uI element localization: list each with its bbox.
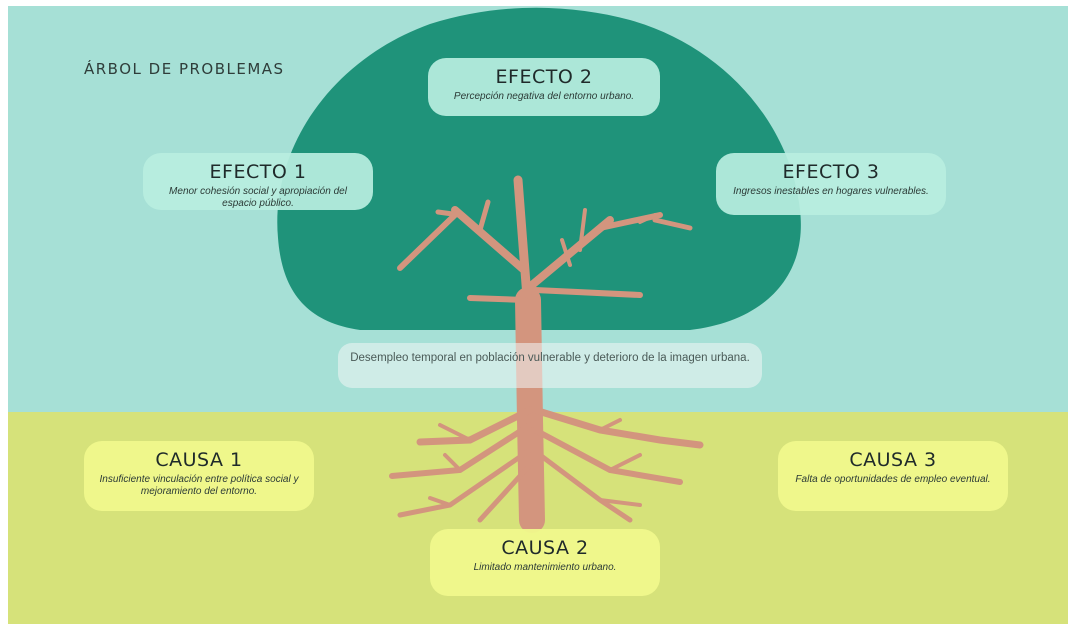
cause-2-box: CAUSA 2 Limitado mantenimiento urbano.	[430, 529, 660, 596]
effect-2-box: EFECTO 2 Percepción negativa del entorno…	[428, 58, 660, 116]
cause-1-text: Insuficiente vinculación entre política …	[99, 474, 299, 497]
tree-canopy	[277, 7, 801, 330]
cause-3-text: Falta de oportunidades de empleo eventua…	[795, 474, 991, 485]
tree-roots	[389, 406, 704, 523]
effect-1-box: EFECTO 1 Menor cohesión social y apropia…	[143, 153, 373, 210]
effect-3-title: EFECTO 3	[782, 161, 880, 183]
cause-1-title: CAUSA 1	[155, 449, 243, 471]
effect-1-text: Menor cohesión social y apropiación del …	[169, 186, 347, 209]
cause-2-title: CAUSA 2	[501, 537, 589, 559]
cause-3-title: CAUSA 3	[849, 449, 937, 471]
core-problem-box: Desempleo temporal en población vulnerab…	[338, 343, 762, 388]
cause-2-text: Limitado mantenimiento urbano.	[473, 562, 617, 573]
effect-1-title: EFECTO 1	[209, 161, 307, 183]
effect-2-title: EFECTO 2	[495, 66, 593, 88]
effect-2-text: Percepción negativa del entorno urbano.	[453, 91, 635, 102]
cause-1-box: CAUSA 1 Insuficiente vinculación entre p…	[84, 441, 314, 511]
cause-3-box: CAUSA 3 Falta de oportunidades de empleo…	[778, 441, 1008, 511]
effect-3-text: Ingresos inestables en hogares vulnerabl…	[733, 186, 929, 197]
diagram-title: ÁRBOL DE PROBLEMAS	[84, 60, 285, 78]
effect-3-box: EFECTO 3 Ingresos inestables en hogares …	[716, 153, 946, 215]
tree-trunk-and-branches	[397, 175, 693, 533]
